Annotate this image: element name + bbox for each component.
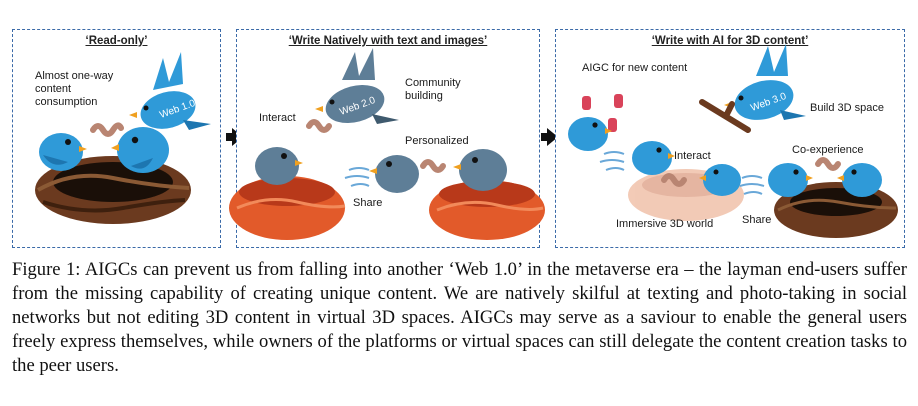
nest-icon bbox=[229, 176, 345, 240]
coexperience-label: Co-experience bbox=[792, 144, 864, 157]
immersive-label: Immersive 3D world bbox=[616, 218, 713, 231]
share-label: Share bbox=[742, 214, 771, 227]
interact-label: Interact bbox=[674, 150, 711, 163]
worm-icon bbox=[93, 125, 121, 134]
panel-read-only-illustration bbox=[13, 30, 222, 249]
web3-bird-icon bbox=[724, 44, 806, 126]
panel-read-only: ‘Read-only’ bbox=[12, 29, 221, 248]
interact-label: Interact bbox=[259, 112, 296, 125]
motion-lines-icon bbox=[600, 152, 624, 170]
panel-write-with-ai: ‘Write with AI for 3D content’ bbox=[555, 29, 905, 248]
figure-caption: Figure 1: AIGCs can prevent us from fall… bbox=[12, 258, 907, 378]
worm-icon bbox=[309, 122, 329, 130]
consumption-label: Almost one-way content consumption bbox=[35, 70, 131, 109]
share-label: Share bbox=[353, 197, 382, 210]
web2-bird-icon bbox=[315, 48, 399, 129]
community-label: Community building bbox=[405, 77, 471, 103]
bird-icon bbox=[369, 155, 419, 193]
personalized-label: Personalized bbox=[405, 135, 469, 148]
aigc-label: AIGC for new content bbox=[582, 62, 687, 75]
motion-lines-icon bbox=[345, 168, 369, 186]
worm-icon bbox=[818, 160, 838, 168]
bird-icon bbox=[632, 141, 675, 175]
bird-icon bbox=[568, 117, 612, 151]
motion-lines-icon bbox=[740, 176, 764, 194]
panel-write-natively: ‘Write Natively with text and images’ bbox=[236, 29, 540, 248]
web1-bird-icon bbox=[129, 52, 211, 135]
build-label: Build 3D space bbox=[810, 102, 884, 115]
panel-write-natively-illustration bbox=[237, 30, 541, 249]
worm-icon bbox=[423, 162, 443, 170]
